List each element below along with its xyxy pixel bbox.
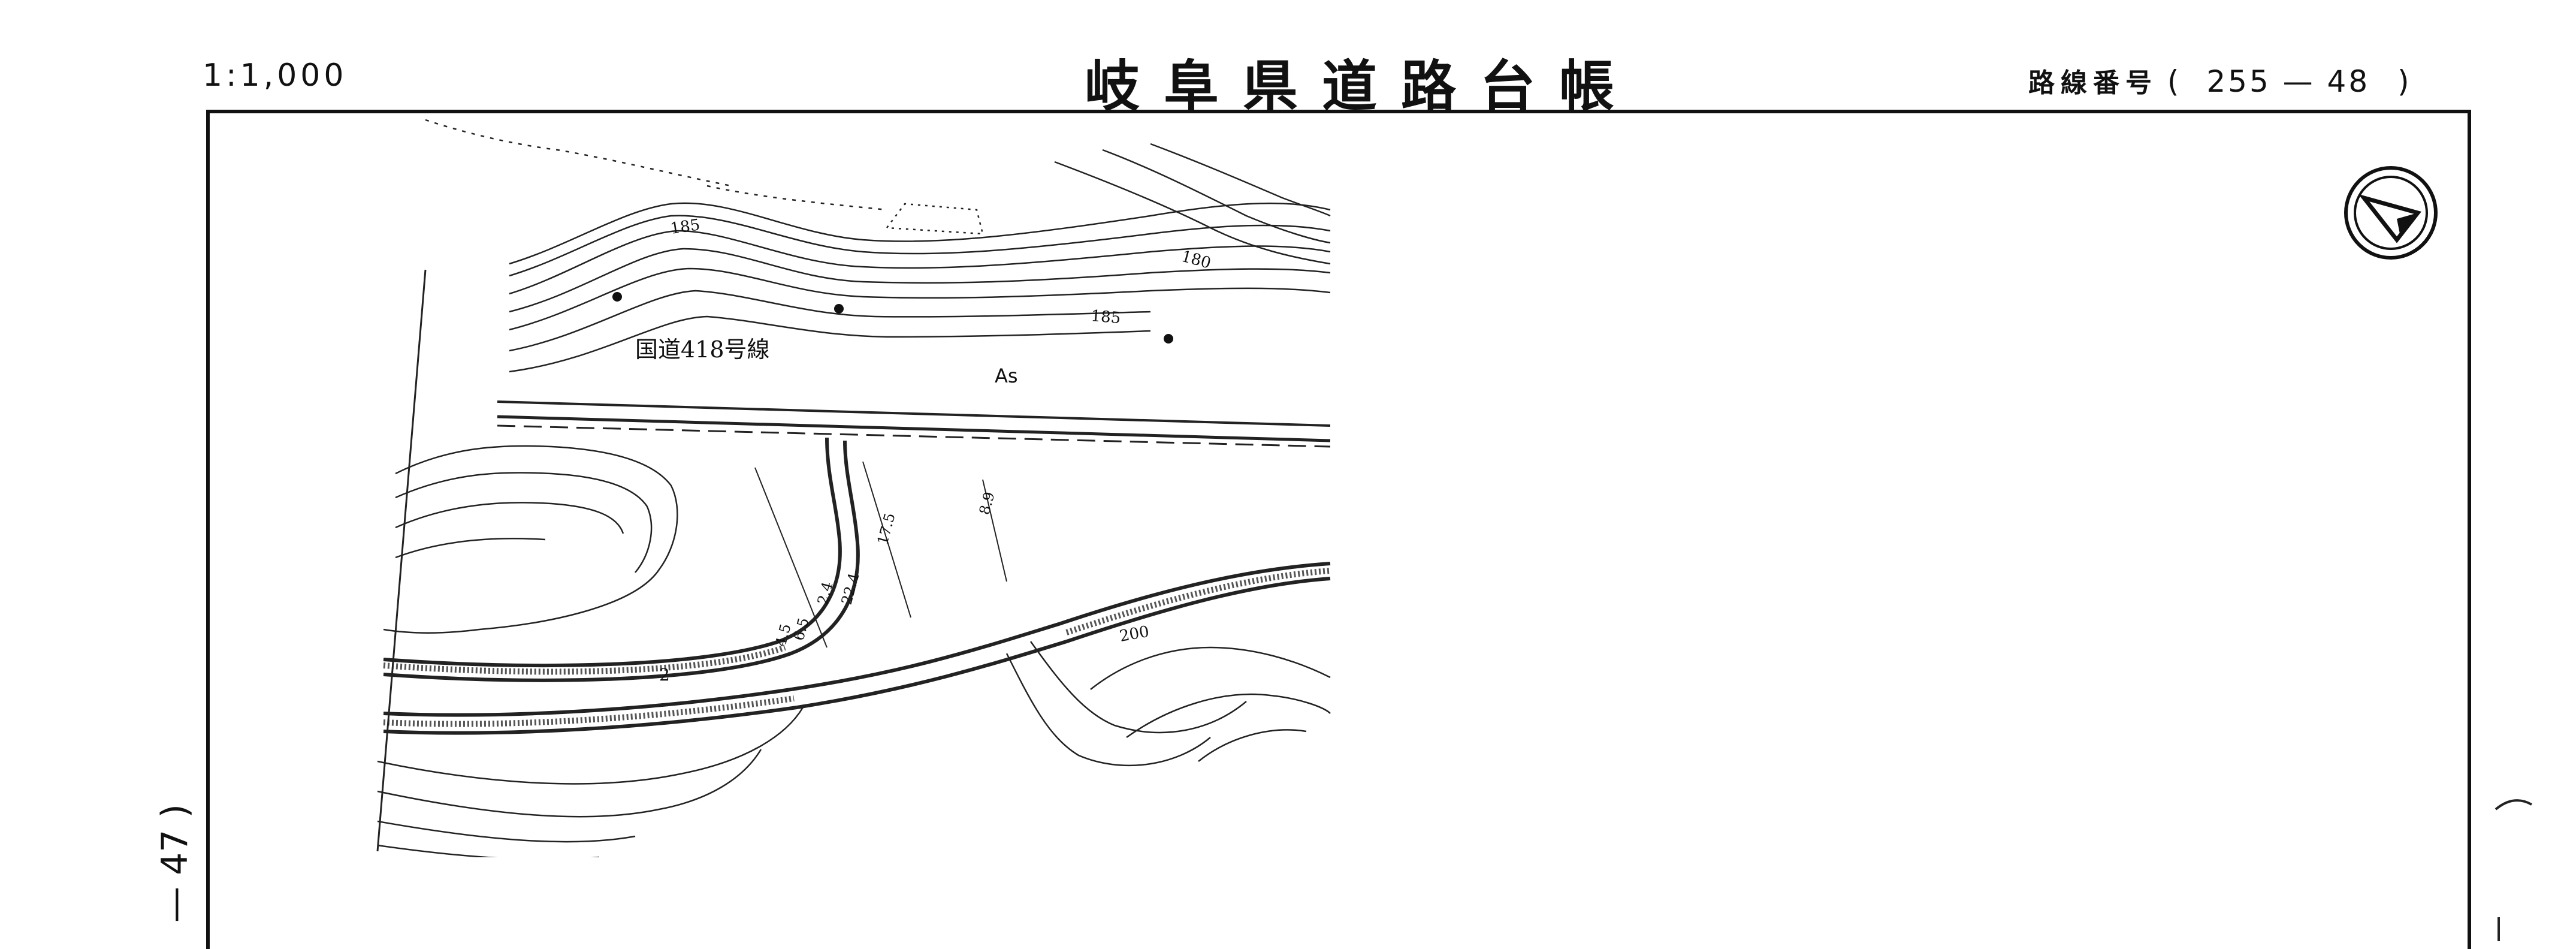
contour-label-4: 200 xyxy=(1118,623,1150,646)
route-number-open: ( xyxy=(2167,64,2179,99)
width-label-1: 17.5 xyxy=(874,511,899,547)
map-scale: 1:1,000 xyxy=(203,58,348,94)
contour-label-3: 185 xyxy=(1090,307,1121,327)
road-map: 国道418号線 As 185 180 185 200 17.5 8.9 22.4… xyxy=(376,119,1331,857)
width-label-4: 2.4 xyxy=(814,580,836,606)
route-number-value: 255 — 48 xyxy=(2206,64,2370,99)
map-sheet-frame xyxy=(206,110,2471,949)
sheet-number-text: — 47 ) xyxy=(154,804,196,923)
route-number-label: 路線番号 xyxy=(2028,68,2158,98)
page-title: 岐阜県道路台帳 xyxy=(1085,55,1639,119)
width-label-2: 8.9 xyxy=(976,490,998,516)
width-label-3: 22.4 xyxy=(838,571,863,607)
contour-label-2: 180 xyxy=(1179,248,1213,273)
north-arrow-icon xyxy=(2344,166,2438,260)
width-label-7: 2 xyxy=(659,665,670,685)
binding-marks xyxy=(2495,799,2532,941)
route-number-close: ) xyxy=(2397,64,2409,99)
road-name-label: 国道418号線 xyxy=(635,336,770,363)
width-label-6: 4.5 xyxy=(772,622,795,648)
contour-label-1: 185 xyxy=(669,216,701,238)
route-number: 路線番号 ( 255 — 48 ) xyxy=(2028,61,2409,100)
sheet-number: — 47 ) xyxy=(139,785,211,941)
surface-label: As xyxy=(995,364,1018,387)
